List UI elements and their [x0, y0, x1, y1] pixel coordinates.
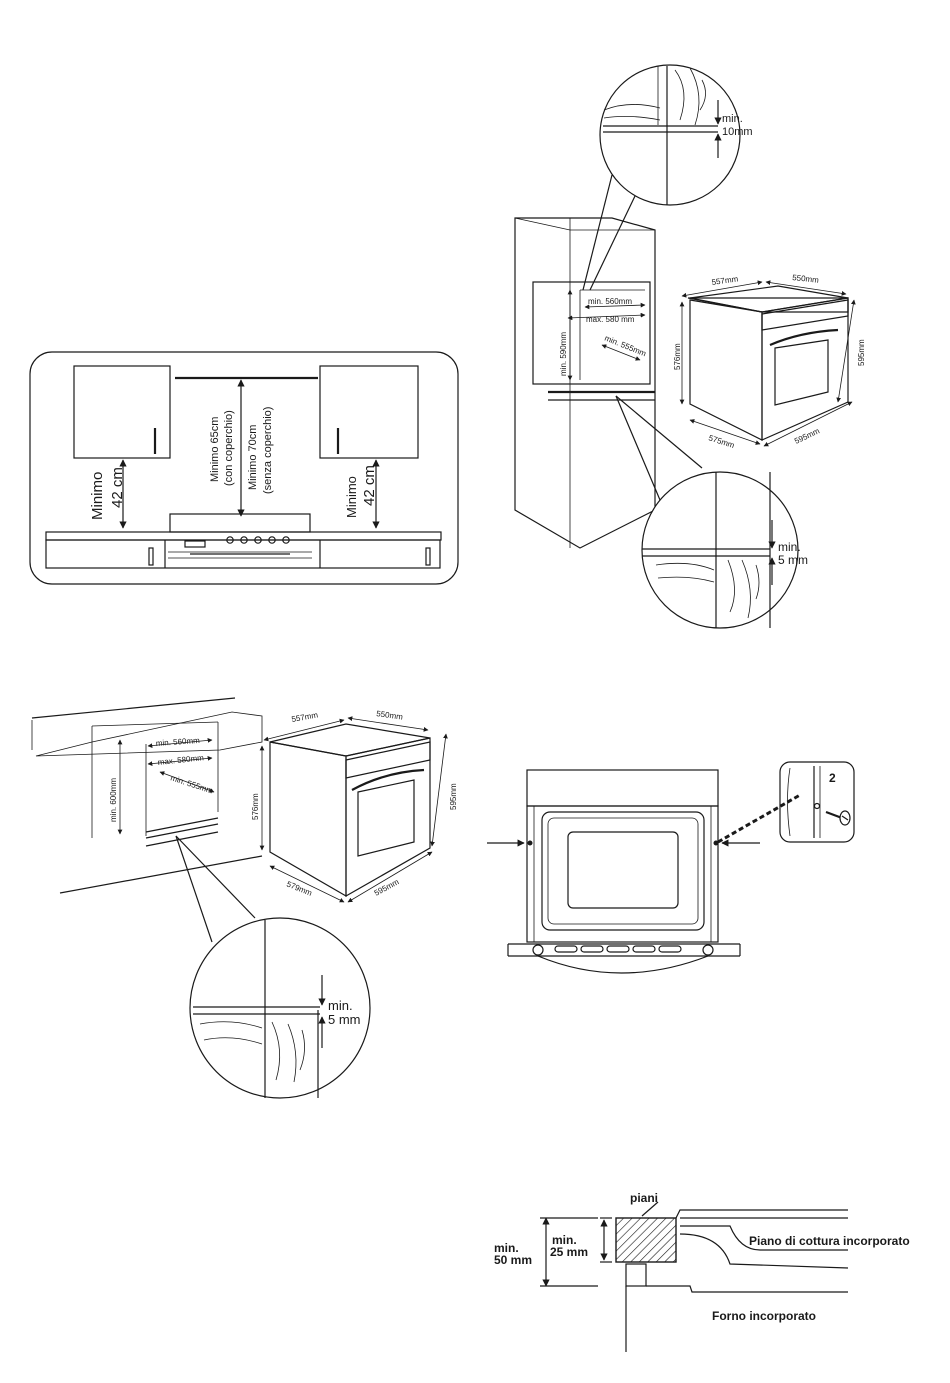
oven-bottom-w1: 557mm — [291, 710, 319, 724]
center-clearance-label-3: Minimo 70cm — [247, 425, 259, 490]
top-zoom-value: 10mm — [722, 126, 753, 138]
under-zoom-min: min. — [328, 998, 353, 1013]
oven-frame — [526, 805, 719, 943]
center-clearance-label-1: Minimo 65cm — [209, 417, 221, 482]
center-clearance-label-2: (con coperchio) — [223, 410, 235, 486]
inner-min-value: 25 mm — [550, 1245, 588, 1259]
under-zoom-value: 5 mm — [328, 1012, 361, 1027]
right-wall-cabinet — [319, 365, 419, 459]
clearance-panel: Minimo 42 cm Minimo 65cm (con coperchio)… — [29, 351, 459, 585]
bottom-zoom-min: min. — [778, 540, 801, 554]
oven-bottom-h2: 595mm — [449, 783, 458, 810]
under-min-depth: min. 555mm — [169, 773, 214, 795]
oven-window — [567, 831, 679, 909]
under-min-height: min. 600mm — [109, 778, 118, 822]
right-clearance-label-1: Minimo — [344, 476, 359, 518]
oven-dims-top: 557mm 550mm 576mm 595mm 575mm 595mm — [673, 273, 866, 450]
top-zoom-min: min. — [722, 113, 743, 125]
oven-top-h1: 576mm — [673, 343, 682, 370]
oven-bottom-h1: 576mm — [251, 793, 260, 820]
tall-max-width: max. 580 mm — [586, 315, 635, 324]
worktop-label: piani — [630, 1191, 658, 1205]
oven-top-h2: 595mm — [857, 339, 866, 366]
left-clearance-label-1: Minimo — [89, 472, 106, 520]
cross-section-panel: piani min. 50 mm min. 25 mm Piano di cot… — [494, 1191, 910, 1352]
outer-min-label: min. — [494, 1241, 519, 1255]
bottom-zoom-value: 5 mm — [778, 553, 808, 567]
oven-bottom-w2: 550mm — [376, 709, 404, 722]
oven-front-panel: 2 — [487, 761, 855, 974]
tall-min-height: min. 590mm — [559, 332, 568, 376]
oven-control-panel — [526, 769, 719, 807]
screw-step-number: 2 — [829, 771, 836, 785]
right-clearance-label-2: 42 cm — [361, 465, 378, 506]
left-clearance-label-2: 42 cm — [109, 467, 126, 508]
outer-min-value: 50 mm — [494, 1253, 532, 1267]
bottom-zoom-circle — [641, 471, 799, 629]
under-max-width: max. 580mm — [157, 753, 204, 767]
oven-dims-bottom: 557mm 550mm 576mm 595mm 579mm 595mm — [251, 709, 458, 903]
oven-bottom-d1: 579mm — [285, 880, 313, 898]
oven-door — [541, 811, 705, 931]
center-clearance-label-4: (senza coperchio) — [262, 407, 274, 494]
tall-min-depth: min. 555mm — [603, 334, 647, 359]
inner-min-label: min. — [552, 1233, 577, 1247]
under-min-width: min. 560mm — [156, 736, 201, 748]
under-counter-panel: min. 560mm max. 580mm min. 600mm min. 55… — [31, 697, 458, 1099]
oven-top-w1: 557mm — [711, 274, 739, 287]
base-units — [45, 539, 441, 569]
tall-min-width: min. 560mm — [588, 297, 632, 306]
oven-label: Forno incorporato — [712, 1309, 816, 1323]
oven-top-d1: 575mm — [707, 433, 735, 450]
hob-top — [169, 513, 311, 533]
worktop-section — [615, 1217, 677, 1263]
hob-label: Piano di cottura incorporato — [749, 1234, 910, 1248]
left-wall-cabinet — [73, 365, 171, 459]
screw-detail-box — [779, 761, 855, 843]
oven-top-w2: 550mm — [792, 273, 820, 285]
top-zoom-circle — [599, 64, 741, 206]
under-zoom-circle — [189, 917, 371, 1099]
countertop — [45, 531, 442, 541]
tall-cabinet-opening — [532, 281, 651, 385]
oven-bottom-d2: 595mm — [373, 877, 401, 898]
screw-icon — [825, 810, 851, 826]
tall-cabinet-panel: min. 10mm min. 560mm max. 580 mm min. 59… — [514, 64, 866, 629]
